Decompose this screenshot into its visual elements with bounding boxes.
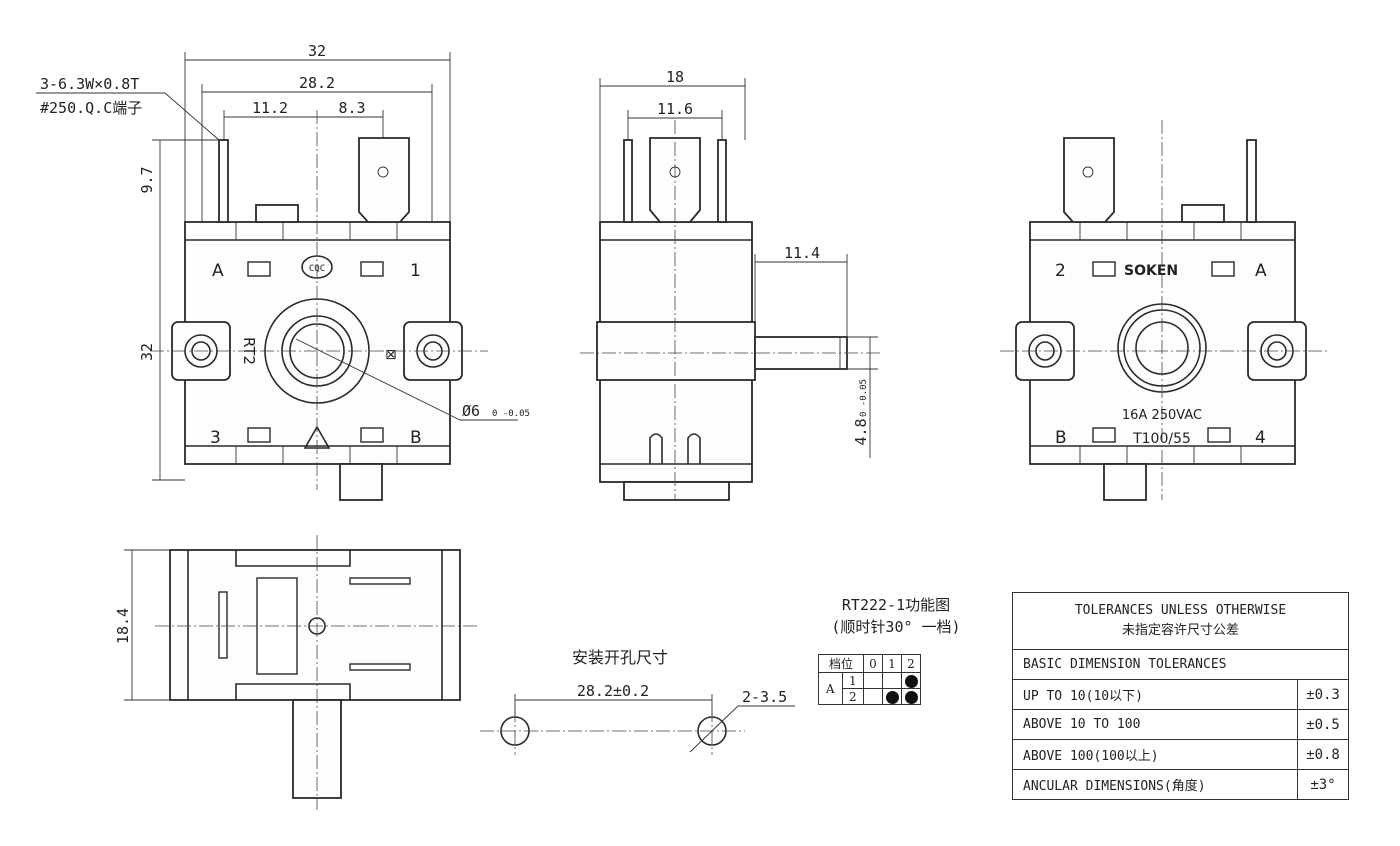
table-row: UP TO 10(10以下) ±0.3 bbox=[1012, 679, 1349, 710]
tolerance-value: ±0.8 bbox=[1297, 739, 1349, 770]
function-table: 档位 0 1 2 A 1 2 bbox=[818, 654, 921, 705]
terminal-pin-left bbox=[218, 139, 229, 223]
table-row: ANCULAR DIMENSIONS(角度) ±3° bbox=[1012, 769, 1349, 800]
tolerance-range: UP TO 10(10以下) bbox=[1012, 679, 1298, 710]
rear-label-A: A bbox=[1255, 261, 1267, 281]
shaft-hole-tol: 0 -0.05 bbox=[492, 409, 530, 419]
terminal-note-line1: 3-6.3W×0.8T bbox=[40, 75, 139, 93]
dim-8-3: 8.3 bbox=[338, 99, 365, 117]
func-pos-1: 1 bbox=[882, 654, 902, 673]
mount-hole-size: 2-3.5 bbox=[742, 688, 787, 706]
dim-bottom-18-4: 18.4 bbox=[114, 608, 132, 644]
dim-side-11-4: 11.4 bbox=[784, 244, 820, 262]
func-cell-1-2 bbox=[901, 672, 921, 689]
tolerance-table: TOLERANCES UNLESS OTHERWISE 未指定容许尺寸公差 BA… bbox=[1012, 592, 1349, 800]
func-header-label: 档位 bbox=[818, 654, 864, 673]
tolerance-subtitle: BASIC DIMENSION TOLERANCES bbox=[1012, 649, 1349, 680]
func-cell-1-1 bbox=[882, 672, 902, 689]
func-terminal-1: 1 bbox=[841, 672, 865, 689]
closed-contact-dot bbox=[885, 690, 899, 704]
closed-contact-dot bbox=[904, 690, 918, 704]
mounting-title: 安装开孔尺寸 bbox=[571, 648, 668, 667]
tolerance-range: ANCULAR DIMENSIONS(角度) bbox=[1012, 769, 1298, 800]
tolerance-value: ±0.3 bbox=[1297, 679, 1349, 710]
bottom-body bbox=[169, 549, 461, 701]
brand-mark: SOKEN bbox=[1124, 263, 1178, 279]
rear-label-B: B bbox=[1055, 428, 1067, 448]
tolerance-value: ±3° bbox=[1297, 769, 1349, 800]
func-terminal-2: 2 bbox=[841, 688, 865, 705]
function-title-line1: RT222-1功能图 bbox=[841, 596, 951, 614]
tolerance-title: TOLERANCES UNLESS OTHERWISE 未指定容许尺寸公差 bbox=[1012, 592, 1349, 650]
dim-side-11-6: 11.6 bbox=[657, 100, 693, 118]
mounting-holes: 28.2±0.2 2-3.5 bbox=[480, 682, 795, 755]
rear-label-4: 4 bbox=[1255, 428, 1266, 448]
dim-side-4-8-tol: 0 -0.05 bbox=[859, 379, 869, 417]
rear-label-2: 2 bbox=[1055, 261, 1066, 281]
shaft-hole-dia: Ø6 bbox=[462, 402, 480, 420]
function-diagram-title: RT222-1功能图 (顺时针30° 一档) bbox=[806, 594, 986, 638]
front-label-1: 1 bbox=[410, 261, 421, 281]
terminal-note-line2: #250.Q.C端子 bbox=[40, 99, 142, 117]
table-row: ABOVE 100(100以上) ±0.8 bbox=[1012, 739, 1349, 770]
bottom-view: 18.4 bbox=[114, 535, 480, 810]
ce-mark-icon: ⊠ bbox=[385, 347, 397, 363]
func-pos-2: 2 bbox=[901, 654, 921, 673]
tolerance-title-en: TOLERANCES UNLESS OTHERWISE bbox=[1074, 603, 1287, 618]
func-cell-2-1 bbox=[882, 688, 902, 705]
dim-11-2: 11.2 bbox=[252, 99, 288, 117]
tolerance-range: ABOVE 10 TO 100 bbox=[1012, 709, 1298, 740]
func-cell-2-0 bbox=[863, 688, 883, 705]
rear-view: 2 A B 4 SOKEN 16A 250VAC T100/55 bbox=[1000, 120, 1330, 501]
front-label-B: B bbox=[410, 428, 422, 448]
func-pos-0: 0 bbox=[863, 654, 883, 673]
terminal-tab-right bbox=[358, 137, 410, 223]
front-label-A: A bbox=[212, 261, 224, 281]
closed-contact-dot bbox=[904, 674, 918, 688]
func-cell-1-0 bbox=[863, 672, 883, 689]
func-contact-group: A bbox=[818, 672, 843, 705]
table-row: ABOVE 10 TO 100 ±0.5 bbox=[1012, 709, 1349, 740]
temp-rating-text: T100/55 bbox=[1132, 431, 1191, 447]
front-view: CQC ⊠ A 1 3 B RT2 32 28.2 11.2 8.3 9.7 3… bbox=[36, 42, 530, 501]
dim-side-18: 18 bbox=[666, 68, 684, 86]
side-view: 18 11.6 11.4 4.8 0 -0.05 bbox=[580, 68, 880, 501]
front-label-3: 3 bbox=[210, 428, 221, 448]
tolerance-value: ±0.5 bbox=[1297, 709, 1349, 740]
dim-9-7: 9.7 bbox=[138, 166, 156, 193]
dim-front-height: 32 bbox=[138, 343, 156, 361]
dim-front-width: 32 bbox=[308, 42, 326, 60]
tolerance-title-cn: 未指定容许尺寸公差 bbox=[1121, 623, 1239, 638]
func-cell-2-2 bbox=[901, 688, 921, 705]
mount-spacing: 28.2±0.2 bbox=[577, 682, 649, 700]
dim-side-4-8: 4.8 bbox=[852, 418, 870, 445]
tolerance-range: ABOVE 100(100以上) bbox=[1012, 739, 1298, 770]
dim-28-2: 28.2 bbox=[299, 74, 335, 92]
function-title-line2: (顺时针30° 一档) bbox=[831, 618, 961, 636]
